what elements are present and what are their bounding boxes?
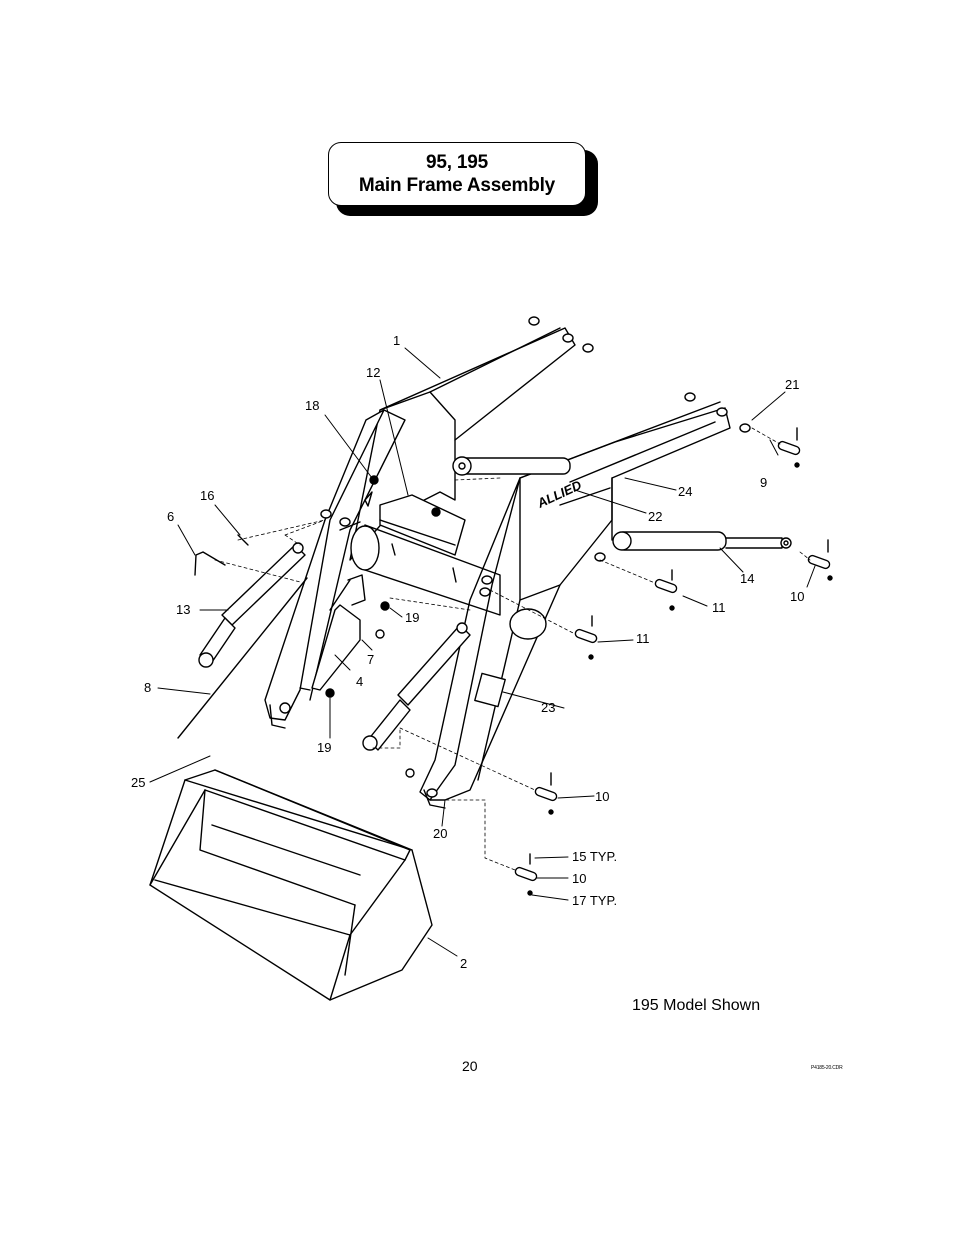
callout-8: 8 bbox=[144, 680, 151, 695]
callout-13: 13 bbox=[176, 602, 190, 617]
bolts-and-nuts bbox=[237, 427, 833, 896]
file-code: P4185-20.CDR bbox=[811, 1065, 843, 1071]
attach-bracket-4 bbox=[299, 574, 366, 691]
callout-20: 20 bbox=[433, 826, 447, 841]
bucket-2 bbox=[149, 769, 433, 1001]
callout-10-b: 10 bbox=[595, 789, 609, 804]
page-number: 20 bbox=[462, 1058, 478, 1074]
front-cylinder bbox=[362, 622, 471, 751]
callout-16: 16 bbox=[200, 488, 214, 503]
callout-2: 2 bbox=[460, 956, 467, 971]
title-line-2: Main Frame Assembly bbox=[358, 175, 556, 196]
callout-18: 18 bbox=[305, 398, 319, 413]
pin-6 bbox=[194, 551, 226, 576]
cylinder-13 bbox=[198, 542, 306, 668]
callout-24: 24 bbox=[678, 484, 692, 499]
callout-19-a: 19 bbox=[405, 610, 419, 625]
callout-11-b: 11 bbox=[636, 631, 650, 646]
assembly-dashed-lines bbox=[214, 427, 811, 871]
callout-10-c: 10 bbox=[572, 871, 586, 886]
callout-labels: 1 2 4 6 7 8 9 10 10 10 11 11 12 13 14 15… bbox=[131, 333, 804, 971]
callout-4: 4 bbox=[356, 674, 363, 689]
callout-6: 6 bbox=[167, 509, 174, 524]
model-caption: 195 Model Shown bbox=[632, 997, 761, 1014]
callout-25: 25 bbox=[131, 775, 145, 790]
callout-7: 7 bbox=[367, 652, 374, 667]
callout-23: 23 bbox=[541, 700, 555, 715]
callout-21: 21 bbox=[785, 377, 799, 392]
callout-15: 15 TYP. bbox=[572, 849, 617, 864]
callout-11-a: 11 bbox=[712, 600, 726, 615]
callout-1: 1 bbox=[393, 333, 400, 348]
callout-19-b: 19 bbox=[317, 740, 331, 755]
callout-9: 9 bbox=[760, 475, 767, 490]
cylinder-14 bbox=[612, 531, 792, 551]
title-box: 95, 195 Main Frame Assembly bbox=[328, 142, 586, 206]
callout-14: 14 bbox=[740, 571, 754, 586]
leader-lines bbox=[149, 347, 816, 957]
cross-tube bbox=[339, 521, 501, 616]
cross-brace-plate-12 bbox=[379, 494, 466, 556]
callout-10-a: 10 bbox=[790, 589, 804, 604]
pins-and-bushings bbox=[320, 316, 831, 882]
rod-8 bbox=[177, 577, 308, 739]
upper-cylinder bbox=[452, 456, 571, 476]
callout-22: 22 bbox=[648, 509, 662, 524]
callout-12: 12 bbox=[366, 365, 380, 380]
callout-17: 17 TYP. bbox=[572, 893, 617, 908]
title-line-1: 95, 195 bbox=[426, 152, 488, 173]
